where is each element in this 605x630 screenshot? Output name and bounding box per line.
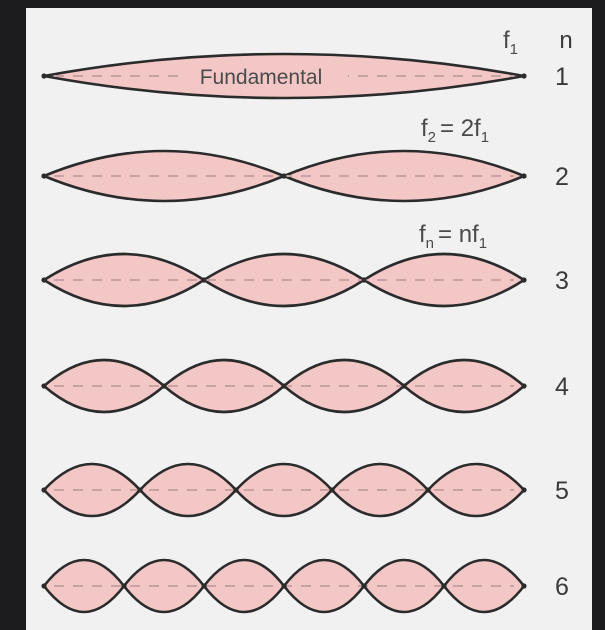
- mode-2-node-0: [41, 173, 46, 178]
- mode-5-number-label: 5: [555, 477, 569, 505]
- n-column-header: n: [559, 27, 572, 54]
- mode-3-node-0: [41, 277, 46, 282]
- f1-subscript: 1: [510, 41, 518, 58]
- mode-5: 5: [41, 464, 569, 516]
- mode-1-number-label: 1: [555, 63, 569, 91]
- mode-5-node-2: [233, 487, 238, 492]
- mode-1-node-0: [41, 73, 46, 78]
- fn-equation-subscript: 1: [479, 235, 487, 252]
- mode-2-node-2: [521, 173, 526, 178]
- mode-3-node-1: [201, 277, 206, 282]
- f2-equation: = 2f: [440, 115, 481, 142]
- mode-1-center-label: Fundamental: [200, 66, 323, 89]
- mode-3: 3: [41, 254, 569, 306]
- mode-2-number-label: 2: [555, 163, 569, 191]
- mode-5-node-1: [137, 487, 142, 492]
- fn-equation: = nf: [438, 221, 479, 248]
- mode-4-node-3: [401, 383, 406, 388]
- mode-6-node-3: [281, 583, 286, 588]
- mode-5-node-0: [41, 487, 46, 492]
- mode-6-node-0: [41, 583, 46, 588]
- mode-5-node-5: [521, 487, 526, 492]
- mode-6-node-5: [441, 583, 446, 588]
- mode-3-number-label: 3: [555, 267, 569, 295]
- mode-6-number-label: 6: [555, 573, 569, 601]
- f2-subscript: 2: [428, 129, 436, 146]
- fn-subscript: n: [426, 235, 434, 252]
- mode-1-node-1: [521, 73, 526, 78]
- mode-3-node-3: [521, 277, 526, 282]
- mode-6-node-2: [201, 583, 206, 588]
- f2-equation-subscript: 1: [481, 129, 489, 146]
- mode-3-node-2: [361, 277, 366, 282]
- mode-2-node-1: [281, 173, 286, 178]
- mode-4-node-2: [281, 383, 286, 388]
- diagram-panel: [26, 8, 592, 630]
- mode-4-node-0: [41, 383, 46, 388]
- mode-6-node-4: [361, 583, 366, 588]
- mode-4-node-1: [161, 383, 166, 388]
- mode-5-node-3: [329, 487, 334, 492]
- mode-5-node-4: [425, 487, 430, 492]
- mode-6-node-1: [121, 583, 126, 588]
- mode-4-node-4: [521, 383, 526, 388]
- mode-4-number-label: 4: [555, 373, 569, 401]
- mode-6-node-6: [521, 583, 526, 588]
